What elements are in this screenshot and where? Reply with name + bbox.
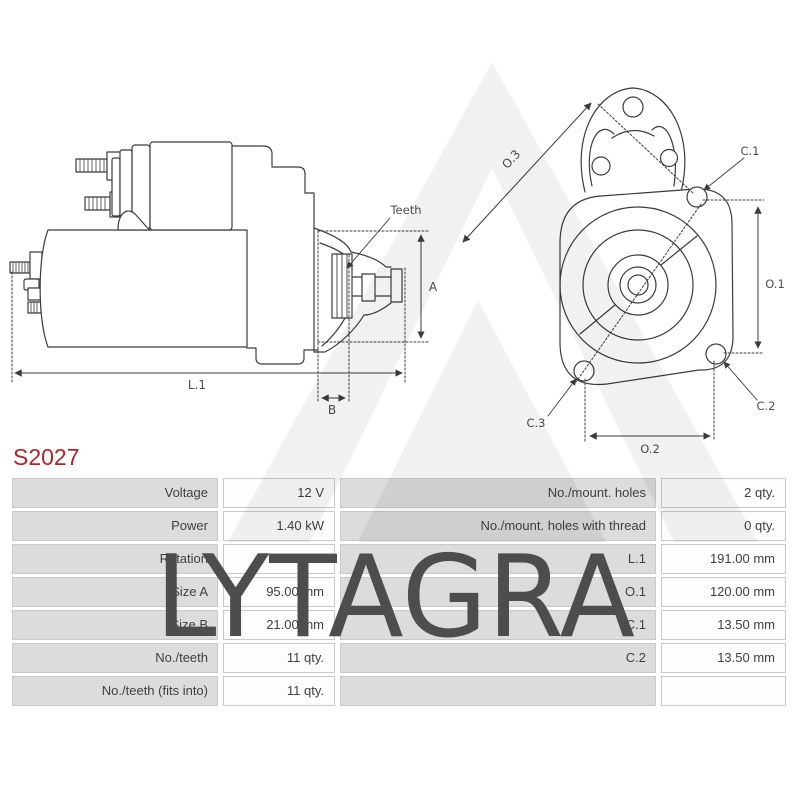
spec-value: CW: [223, 544, 335, 574]
motor-body: [39, 229, 248, 348]
front-tower: [580, 87, 686, 193]
spec-value-empty: [661, 676, 786, 706]
solenoid: [111, 141, 233, 231]
side-dimension-lines: [14, 217, 425, 402]
flange-circles: [559, 206, 717, 364]
tower-top-hole: [622, 96, 644, 118]
spec-value: 13.50 mm: [661, 643, 786, 673]
spec-value: 2 qty.: [661, 478, 786, 508]
spec-value: 13.50 mm: [661, 610, 786, 640]
dim-label-o1: O.1: [765, 277, 785, 291]
dim-label-c3: C.3: [526, 416, 545, 430]
spec-value: 11 qty.: [223, 643, 335, 673]
spec-label: Size B: [12, 610, 218, 640]
dim-label-o2: O.2: [640, 442, 660, 456]
dim-label-b: B: [328, 403, 336, 417]
spec-value: 11 qty.: [223, 676, 335, 706]
spec-label: O.1: [340, 577, 656, 607]
spec-label: No./mount. holes with thread: [340, 511, 656, 541]
spec-label: C.1: [340, 610, 656, 640]
spec-label: Size A: [12, 577, 218, 607]
page-title: S2027: [13, 444, 80, 470]
technical-drawings: Teeth A L.1 B: [9, 87, 785, 456]
front-construction-lines: [575, 103, 765, 442]
spec-label: Power: [12, 511, 218, 541]
spec-label: No./teeth (fits into): [12, 676, 218, 706]
spec-value: 191.00 mm: [661, 544, 786, 574]
spec-label: C.2: [340, 643, 656, 673]
spec-label: Voltage: [12, 478, 218, 508]
spec-label: L.1: [340, 544, 656, 574]
spec-value: 0 qty.: [661, 511, 786, 541]
spec-value: 12 V: [223, 478, 335, 508]
spec-label: Rotation: [12, 544, 218, 574]
spec-value: 21.00 mm: [223, 610, 335, 640]
dim-label-c1: C.1: [740, 144, 759, 158]
drive-end-bell: [313, 227, 403, 353]
spec-value: 95.00 mm: [223, 577, 335, 607]
dim-label-o3: O.3: [499, 147, 523, 171]
spec-label-empty: [340, 676, 656, 706]
front-dimension-lines: [462, 102, 762, 440]
spec-table: Voltage 12 V No./mount. holes 2 qty. Pow…: [12, 478, 786, 706]
front-view-drawing: [462, 87, 765, 442]
hole-c2: [705, 343, 727, 365]
spec-label: No./teeth: [12, 643, 218, 673]
housing-foot: [246, 347, 319, 365]
rear-housing: [231, 145, 315, 229]
side-view-drawing: [9, 141, 429, 402]
dim-label-c2: C.2: [756, 399, 775, 413]
spec-value: 1.40 kW: [223, 511, 335, 541]
rear-stud: [9, 251, 43, 314]
dim-label-l1: L.1: [188, 378, 206, 392]
spec-label: No./mount. holes: [340, 478, 656, 508]
dim-label-teeth: Teeth: [389, 203, 421, 217]
spec-value: 120.00 mm: [661, 577, 786, 607]
dim-label-a: A: [429, 280, 438, 294]
